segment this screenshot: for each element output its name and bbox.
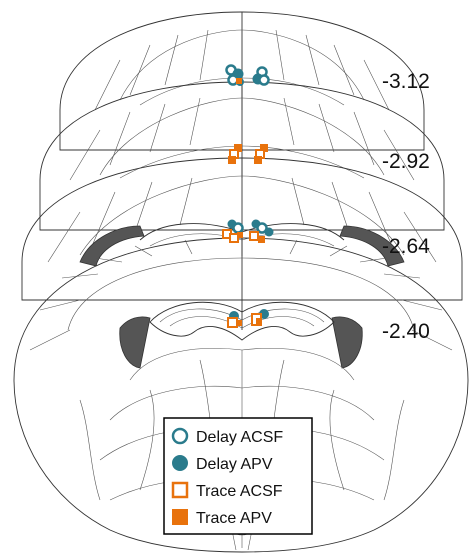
coordinate-label-1: -3.12: [382, 70, 430, 93]
marker-trace-apv: [260, 144, 268, 152]
filled-circle-icon: [172, 455, 188, 471]
marker-delay-acsf: [232, 222, 244, 234]
legend-label: Delay APV: [196, 456, 273, 473]
open-circle-icon: [171, 427, 189, 445]
markers-section-3: [222, 219, 274, 243]
marker-trace-apv: [236, 320, 242, 326]
coordinate-label-4: -2.40: [382, 320, 430, 343]
marker-trace-apv: [258, 236, 265, 243]
marker-trace-apv: [236, 78, 242, 84]
legend-box: [163, 417, 313, 535]
legend: Delay ACSF Delay APV Trace ACSF Trace AP…: [163, 417, 313, 535]
open-square-icon: [171, 481, 189, 499]
marker-trace-apv: [234, 144, 242, 152]
legend-label: Trace APV: [196, 510, 272, 527]
legend-item-trace-apv: Trace APV: [172, 509, 272, 527]
legend-label: Trace ACSF: [196, 483, 283, 500]
legend-item-delay-apv: Delay APV: [172, 455, 273, 473]
brain-section-3: [21, 157, 463, 301]
coordinate-label-3: -2.64: [382, 235, 430, 258]
marker-delay-apv: [264, 227, 274, 237]
marker-trace-acsf: [249, 231, 259, 241]
marker-delay-acsf: [256, 222, 268, 234]
filled-square-icon: [172, 509, 188, 525]
marker-delay-acsf: [258, 74, 270, 86]
markers-section-1: [225, 64, 270, 86]
markers-section-2: [228, 144, 268, 164]
marker-trace-apv: [256, 318, 262, 324]
legend-item-delay-acsf: Delay ACSF: [171, 427, 283, 446]
legend-item-trace-acsf: Trace ACSF: [171, 481, 283, 500]
coordinate-label-2: -2.92: [382, 150, 430, 173]
marker-trace-apv: [237, 232, 243, 238]
legend-label: Delay ACSF: [196, 429, 283, 446]
marker-trace-acsf: [229, 233, 239, 243]
marker-trace-apv: [254, 156, 262, 164]
marker-trace-acsf: [227, 317, 238, 328]
brain-section-4: [13, 237, 469, 553]
marker-trace-apv: [228, 156, 236, 164]
markers-section-4: [227, 309, 269, 328]
brain-section-1: [59, 11, 425, 151]
